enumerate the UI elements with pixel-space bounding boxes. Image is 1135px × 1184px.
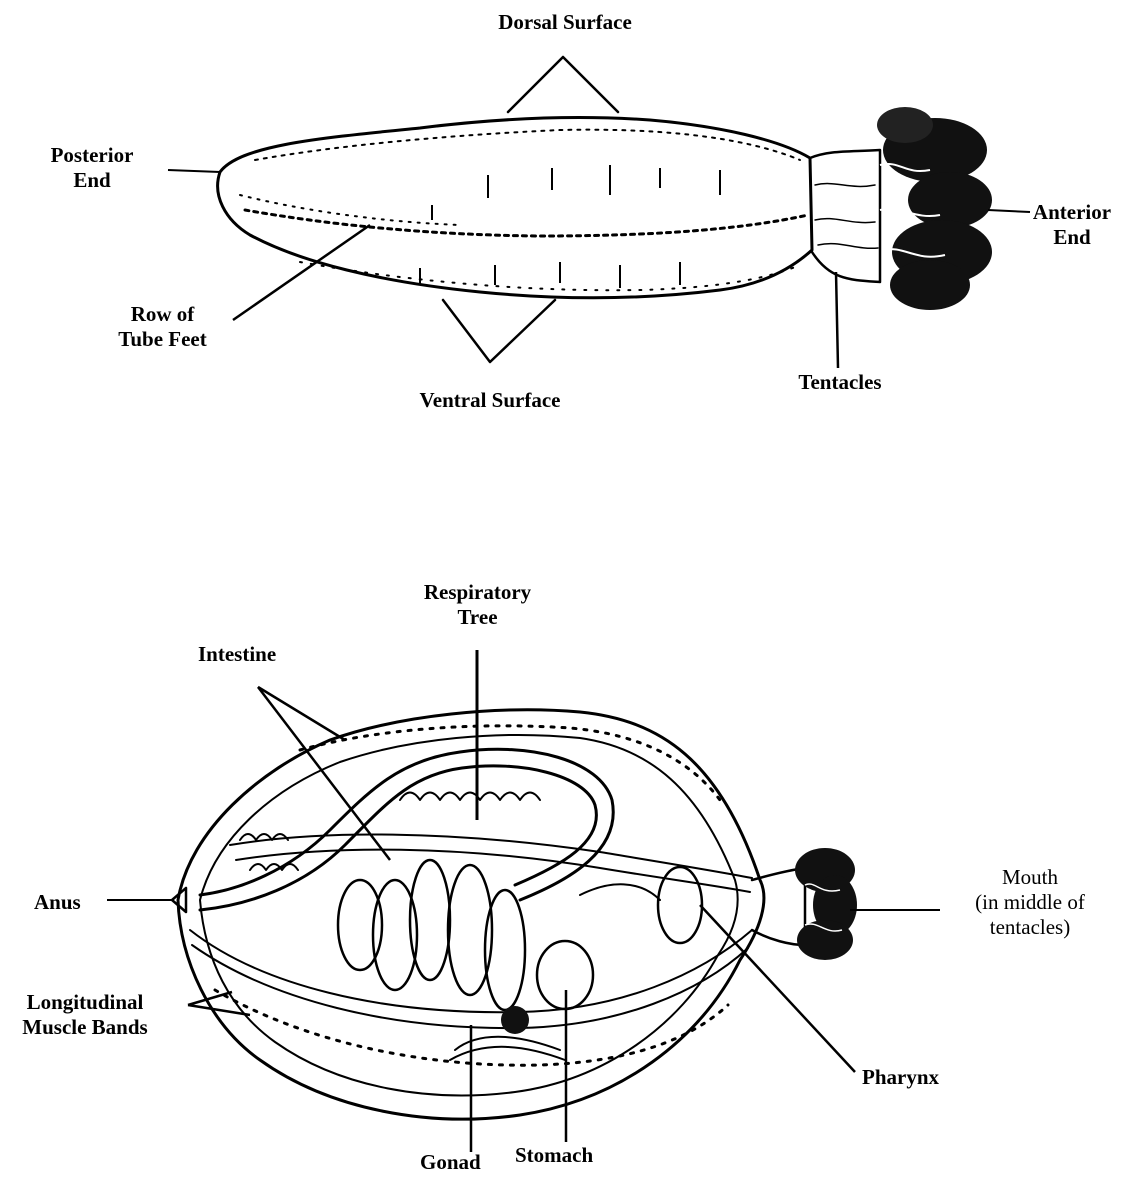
label-respiratory-tree-line1: Respiratory	[405, 580, 550, 605]
label-longitudinal-line1: Longitudinal	[5, 990, 165, 1015]
label-posterior-end: Posterior End	[32, 143, 152, 193]
label-anus: Anus	[34, 890, 81, 915]
label-row-of-tube-feet-line2: Tube Feet	[100, 327, 225, 352]
label-row-of-tube-feet: Row of Tube Feet	[100, 302, 225, 352]
tentacles-mass	[877, 107, 992, 310]
label-row-of-tube-feet-line1: Row of	[100, 302, 225, 327]
label-dorsal-surface: Dorsal Surface	[475, 10, 655, 35]
label-anterior-end-line2: End	[1022, 225, 1122, 250]
label-longitudinal-line2: Muscle Bands	[5, 1015, 165, 1040]
label-mouth: Mouth (in middle of tentacles)	[945, 865, 1115, 940]
label-anterior-end: Anterior End	[1022, 200, 1122, 250]
label-respiratory-tree: Respiratory Tree	[405, 580, 550, 630]
label-respiratory-tree-line2: Tree	[405, 605, 550, 630]
external-body	[218, 118, 880, 298]
label-posterior-end-line1: Posterior	[32, 143, 152, 168]
label-anterior-end-line1: Anterior	[1022, 200, 1122, 225]
label-intestine: Intestine	[198, 642, 276, 667]
external-leader-lines	[168, 57, 1030, 368]
label-ventral-surface: Ventral Surface	[400, 388, 580, 413]
label-longitudinal-muscle-bands: Longitudinal Muscle Bands	[5, 990, 165, 1040]
label-pharynx: Pharynx	[862, 1065, 939, 1090]
label-tentacles: Tentacles	[770, 370, 910, 395]
label-mouth-line1: Mouth	[945, 865, 1115, 890]
label-stomach: Stomach	[515, 1143, 593, 1168]
label-mouth-line2: (in middle of	[945, 890, 1115, 915]
label-posterior-end-line2: End	[32, 168, 152, 193]
label-gonad: Gonad	[420, 1150, 481, 1175]
label-mouth-line3: tentacles)	[945, 915, 1115, 940]
